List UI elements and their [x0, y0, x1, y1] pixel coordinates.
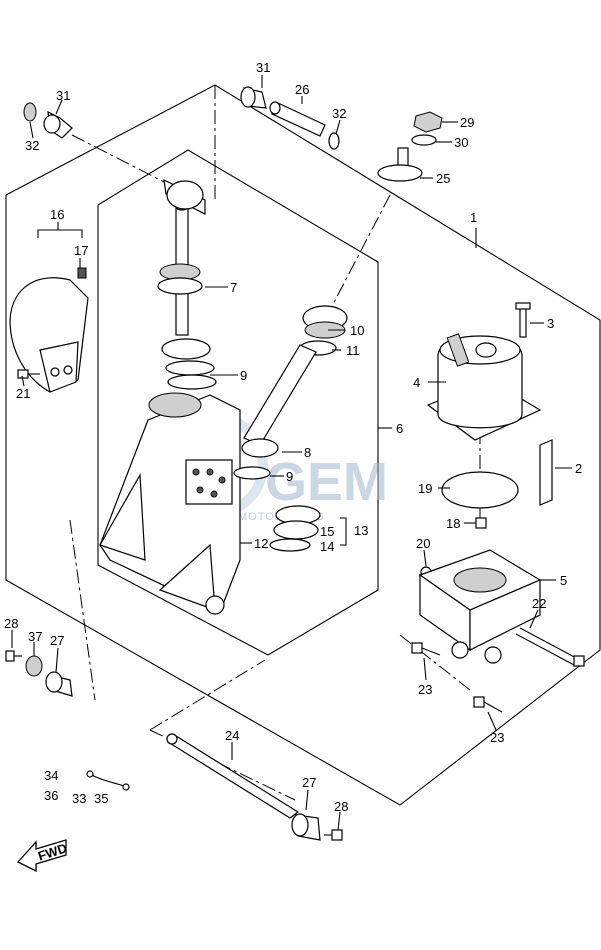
callout-20: 20: [416, 536, 430, 551]
callout-21: 21: [16, 386, 30, 401]
part-5-pump-base: [418, 549, 542, 664]
callout-35: 35: [94, 791, 108, 806]
callout-32-top: 32: [332, 106, 346, 121]
assembly-outline-outer: [5, 84, 601, 806]
dash-line: [149, 659, 266, 731]
callout-5: 5: [560, 573, 567, 588]
callout-29: 29: [460, 115, 474, 130]
callout-32-left: 32: [25, 138, 39, 153]
part-9-oring-tube: [233, 466, 271, 480]
watermark-brand: GEM: [265, 452, 388, 512]
callout-15: 15: [320, 524, 334, 539]
callout-24: 24: [225, 728, 239, 743]
part-3-bolt: [515, 302, 531, 338]
part-32-ring: [328, 132, 340, 150]
dash-line: [71, 134, 171, 186]
callout-17: 17: [74, 243, 88, 258]
callout-36: 36: [44, 788, 58, 803]
callout-31-left: 31: [56, 88, 70, 103]
part-26-pin: [269, 101, 326, 137]
callout-28-left: 28: [4, 616, 18, 631]
callout-7: 7: [230, 280, 237, 295]
callout-27-right: 27: [302, 775, 316, 790]
callout-3: 3: [547, 316, 554, 331]
fwd-label: FWD: [36, 840, 69, 863]
dash-line: [329, 194, 391, 311]
callout-22: 22: [532, 596, 546, 611]
callout-labels: 1 2 3 4 5 6 7 8 9 9 10 11 12 13 14 15 16…: [4, 60, 582, 814]
part-9-oring-lower: [167, 374, 217, 390]
part-14-oring: [269, 538, 311, 552]
part-17-screw: [77, 267, 87, 279]
assembly-outline-inner: [97, 149, 379, 656]
part-29-nut: [413, 111, 443, 133]
callout-19: 19: [418, 481, 432, 496]
part-7-piston-rod: [157, 178, 211, 360]
bracket-13: [340, 517, 347, 546]
callout-4: 4: [413, 375, 420, 390]
part-31-bushing-left: [23, 102, 73, 139]
callout-26: 26: [295, 82, 309, 97]
callout-11: 11: [346, 343, 360, 358]
callout-16: 16: [50, 207, 64, 222]
part-28-bolt-right: [324, 829, 343, 841]
part-15-piston: [273, 505, 321, 540]
part-18-seal: [475, 517, 487, 529]
part-25-valve: [377, 147, 423, 182]
part-10-plug: [302, 305, 348, 339]
part-12-cylinder-body: [99, 392, 241, 615]
callout-27-left: 27: [50, 633, 64, 648]
callout-23-lower: 23: [490, 730, 504, 745]
callout-10: 10: [350, 323, 364, 338]
part-27-bushing-left: [45, 671, 73, 697]
leader-lines: [11, 75, 572, 831]
part-28-bolt-left: [5, 650, 22, 662]
callout-8: 8: [304, 445, 311, 460]
part-4-motor: [426, 333, 542, 441]
part-31-bushing-top: [240, 86, 267, 109]
callout-18: 18: [446, 516, 460, 531]
part-2-bracket: [539, 439, 553, 506]
dash-line: [399, 634, 471, 691]
part-27-bushing-right: [291, 813, 321, 841]
callout-13: 13: [354, 523, 368, 538]
part-19-gasket: [441, 471, 519, 509]
part-21-bolt: [17, 369, 40, 379]
callout-14: 14: [320, 539, 334, 554]
callout-6: 6: [396, 421, 403, 436]
part-30-washer: [411, 134, 437, 146]
callout-23-upper: 23: [418, 682, 432, 697]
callout-2: 2: [575, 461, 582, 476]
fwd-arrow-icon: FWD: [16, 839, 69, 873]
callout-25: 25: [436, 171, 450, 186]
callout-37: 37: [28, 629, 42, 644]
part-33-wire: [86, 770, 130, 791]
part-9-oring-upper: [165, 360, 215, 376]
callout-12: 12: [254, 536, 268, 551]
callout-31-top: 31: [256, 60, 270, 75]
part-24-shaft: [166, 733, 300, 819]
part-23-bolt-lower: [473, 696, 503, 713]
callout-30: 30: [454, 135, 468, 150]
callout-1: 1: [470, 210, 477, 225]
part-8-tube: [241, 344, 317, 458]
part-37-spacer: [25, 655, 43, 677]
bracket-16: [37, 229, 83, 238]
callout-9-upper: 9: [240, 368, 247, 383]
part-23-bolt-upper: [411, 642, 441, 656]
part-22-bolt: [515, 627, 585, 667]
part-16-cover: [9, 277, 89, 393]
callout-33: 33: [72, 791, 86, 806]
callout-28-right: 28: [334, 799, 348, 814]
dash-line: [69, 519, 96, 701]
callout-9-lower: 9: [286, 469, 293, 484]
callout-34: 34: [44, 768, 58, 783]
